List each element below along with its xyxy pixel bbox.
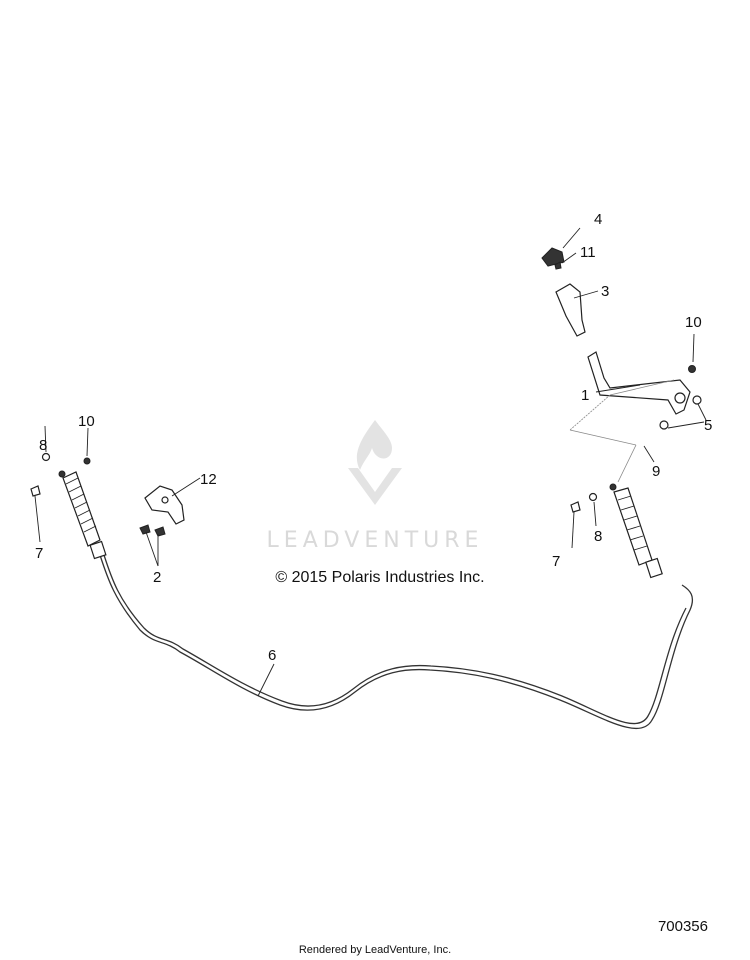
callout-5: 5: [704, 417, 712, 434]
callout-7-right: 7: [552, 553, 560, 570]
copyright-text: © 2015 Polaris Industries Inc.: [275, 569, 484, 586]
callout-7-left: 7: [35, 545, 43, 562]
callout-11: 11: [580, 244, 596, 261]
callout-8-left: 8: [39, 437, 47, 454]
diagram-part-number: 700356: [657, 918, 708, 935]
callout-10-left: 10: [78, 413, 95, 430]
callout-4: 4: [594, 211, 602, 228]
callout-8-right: 8: [594, 528, 602, 545]
right-hardware: [570, 365, 702, 513]
callouts: 4 11 3 10 1 5 9 8 7 6 12 2 10 8 7: [35, 211, 712, 664]
callout-12: 12: [200, 471, 217, 488]
watermark-text: LEADVENTURE: [267, 528, 484, 553]
callout-2: 2: [153, 569, 161, 586]
callout-10-right: 10: [685, 314, 702, 331]
left-hardware: [30, 452, 91, 497]
brake-lever: [569, 351, 691, 483]
cable-bracket: [139, 485, 185, 537]
callout-1: 1: [581, 387, 589, 404]
callout-3: 3: [601, 283, 609, 300]
leadventure-watermark: LEADVENTURE: [267, 420, 484, 553]
rendered-by-footer: Rendered by LeadVenture, Inc.: [298, 944, 452, 956]
callout-6: 6: [268, 647, 276, 664]
brake-cable: [58, 470, 694, 730]
leader-lines: [34, 227, 707, 697]
callout-9: 9: [652, 463, 660, 480]
lever-grip: [541, 247, 586, 337]
